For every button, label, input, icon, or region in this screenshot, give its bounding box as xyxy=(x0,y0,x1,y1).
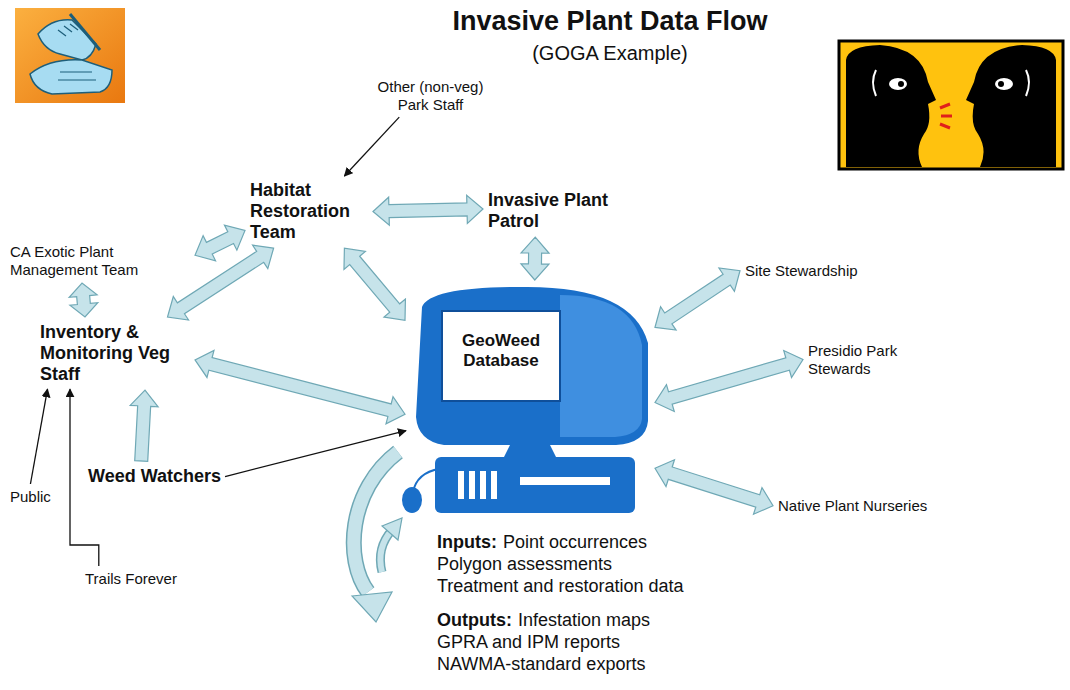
block-arrow xyxy=(168,245,274,320)
thin-arrow xyxy=(225,431,406,477)
block-arrow xyxy=(655,460,773,514)
computer-outline xyxy=(410,285,650,520)
node-label: Trails Forever xyxy=(85,570,177,588)
text-line: Polygon assessments xyxy=(437,554,612,575)
database-computer: GeoWeed Database xyxy=(410,285,650,520)
text-line: GPRA and IPM reports xyxy=(437,632,620,653)
node-label: Presidio Park Stewards xyxy=(808,342,923,377)
node-label: Habitat Restoration Team xyxy=(250,180,368,243)
block-arrow xyxy=(130,390,158,461)
block-arrow xyxy=(344,248,405,320)
block-arrow xyxy=(655,268,740,330)
team-label: Invasive Plant Patrol xyxy=(488,190,623,232)
block-arrow xyxy=(655,351,803,412)
block-arrow xyxy=(195,350,405,423)
block-arrow xyxy=(195,225,245,261)
actor-label: Site Stewardship xyxy=(745,262,858,280)
node-label: Native Plant Nurseries xyxy=(778,497,927,515)
actor-label: Other (non-veg) Park Staff xyxy=(368,78,493,113)
node-label: Inventory & Monitoring Veg Staff xyxy=(40,322,190,385)
io-note: Infestation maps xyxy=(518,610,650,631)
text-line: NAWMA-standard exports xyxy=(437,654,645,675)
subtitle: (GOGA Example) xyxy=(532,42,688,65)
actor-label: CA Exotic Plant Management Team xyxy=(10,243,190,278)
text-line: Treatment and restoration data xyxy=(437,576,683,597)
block-arrow xyxy=(69,283,98,317)
team-label: Weed Watchers xyxy=(88,466,221,487)
title-line: Invasive Plant Data Flow xyxy=(310,6,910,38)
talking-icon xyxy=(839,41,1063,169)
database-label: GeoWeed Database xyxy=(446,331,556,371)
io-note: Inputs: xyxy=(437,532,497,553)
thin-arrow xyxy=(30,389,47,484)
block-arrow xyxy=(373,195,483,225)
flow-swoosh xyxy=(352,452,402,622)
writing-icon xyxy=(15,8,125,103)
text-line: Outputs: Infestation maps xyxy=(437,610,650,631)
actor-label: Trails Forever xyxy=(85,570,177,588)
io-note: NAWMA-standard exports xyxy=(437,654,645,675)
actor-label: Presidio Park Stewards xyxy=(808,342,923,377)
block-arrow xyxy=(521,237,549,280)
node-label: Public xyxy=(10,488,51,506)
io-note: Outputs: xyxy=(437,610,512,631)
io-note: Polygon assessments xyxy=(437,554,612,575)
io-note: Point occurrences xyxy=(503,532,647,553)
node-label: Site Stewardship xyxy=(745,262,858,280)
actor-label: Public xyxy=(10,488,51,506)
thin-arrow xyxy=(344,117,399,176)
diagram-title: Invasive Plant Data Flow xyxy=(452,6,767,38)
node-label: Other (non-veg) Park Staff xyxy=(368,78,493,113)
io-note: Treatment and restoration data xyxy=(437,576,683,597)
node-label: Invasive Plant Patrol xyxy=(488,190,623,232)
node-label: Weed Watchers xyxy=(88,466,221,487)
text-line: Inputs: Point occurrences xyxy=(437,532,647,553)
team-label: Inventory & Monitoring Veg Staff xyxy=(40,322,190,385)
text-line: (GOGA Example) xyxy=(310,42,910,65)
node-label: CA Exotic Plant Management Team xyxy=(10,243,190,278)
io-note: GPRA and IPM reports xyxy=(437,632,620,653)
actor-label: Native Plant Nurseries xyxy=(778,497,927,515)
team-label: Habitat Restoration Team xyxy=(250,180,368,243)
